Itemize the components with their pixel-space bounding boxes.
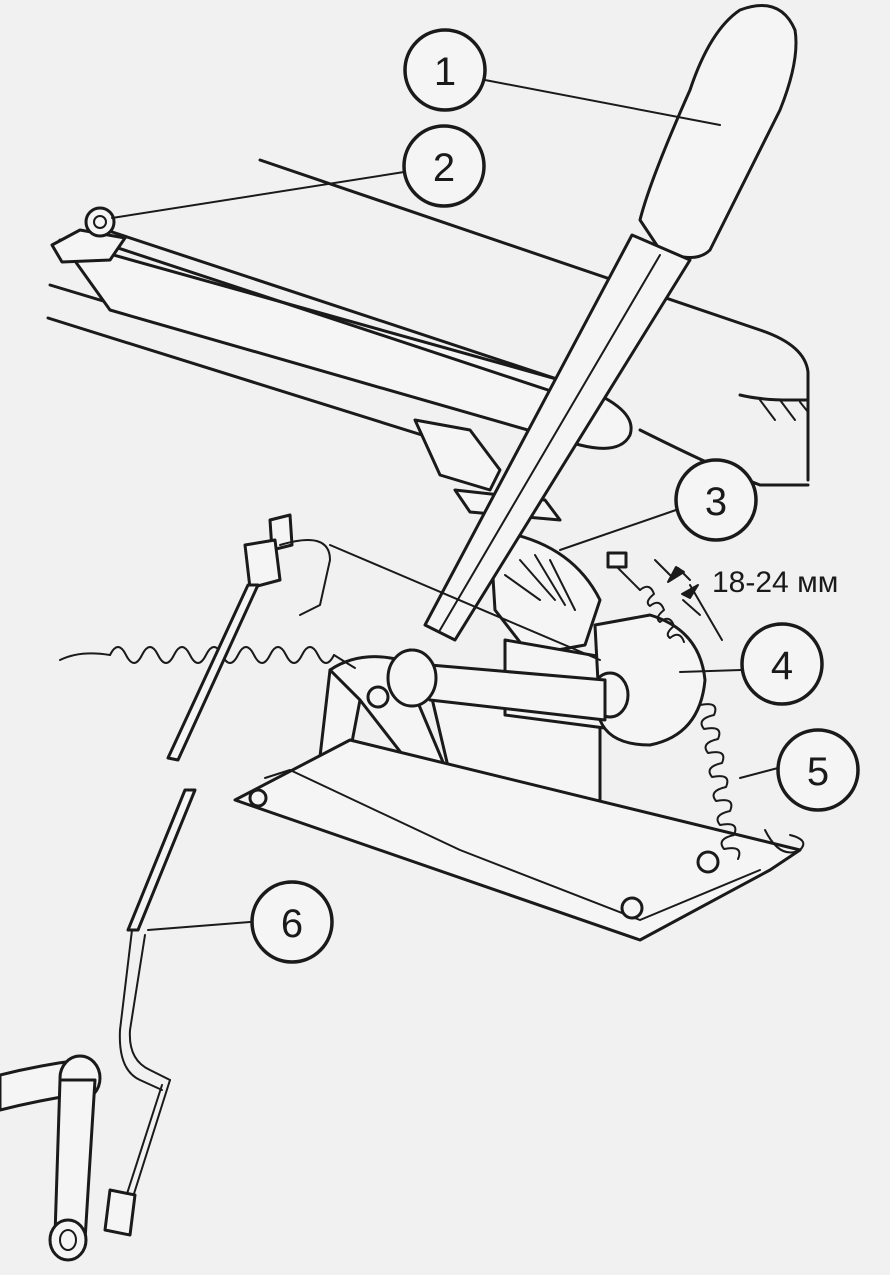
base-plate [233, 738, 802, 942]
callout-2-number: 2 [433, 146, 455, 190]
callout-4: 4 [740, 622, 824, 706]
callout-6-number: 6 [281, 902, 303, 946]
mount-hole-icon [248, 788, 268, 808]
adjusting-nut-icon [84, 206, 116, 238]
bolt-icon-3 [696, 850, 720, 874]
cable-rod [50, 206, 562, 396]
callout-5-number: 5 [807, 750, 829, 794]
bolt-icon [366, 685, 390, 709]
equalizer-cam [386, 613, 707, 747]
callout-4-number: 4 [771, 644, 793, 688]
leader-lines [111, 79, 779, 931]
callout-1-number: 1 [434, 50, 456, 94]
callout-5: 5 [776, 728, 860, 812]
brake-lever [423, 4, 798, 642]
callout-1: 1 [403, 28, 487, 112]
callout-2: 2 [402, 124, 486, 208]
small-spring [606, 551, 685, 643]
callout-3: 3 [674, 458, 758, 542]
bolt-icon-2 [620, 896, 644, 920]
cable-linkage [103, 513, 601, 1237]
callout-6: 6 [250, 880, 334, 964]
dimension-marker: 18-24 мм [654, 559, 838, 641]
dimension-label: 18-24 мм [712, 566, 838, 599]
callout-3-number: 3 [705, 480, 727, 524]
lower-crank [0, 1054, 102, 1262]
tension-spring [59, 646, 356, 669]
return-spring [699, 703, 805, 860]
